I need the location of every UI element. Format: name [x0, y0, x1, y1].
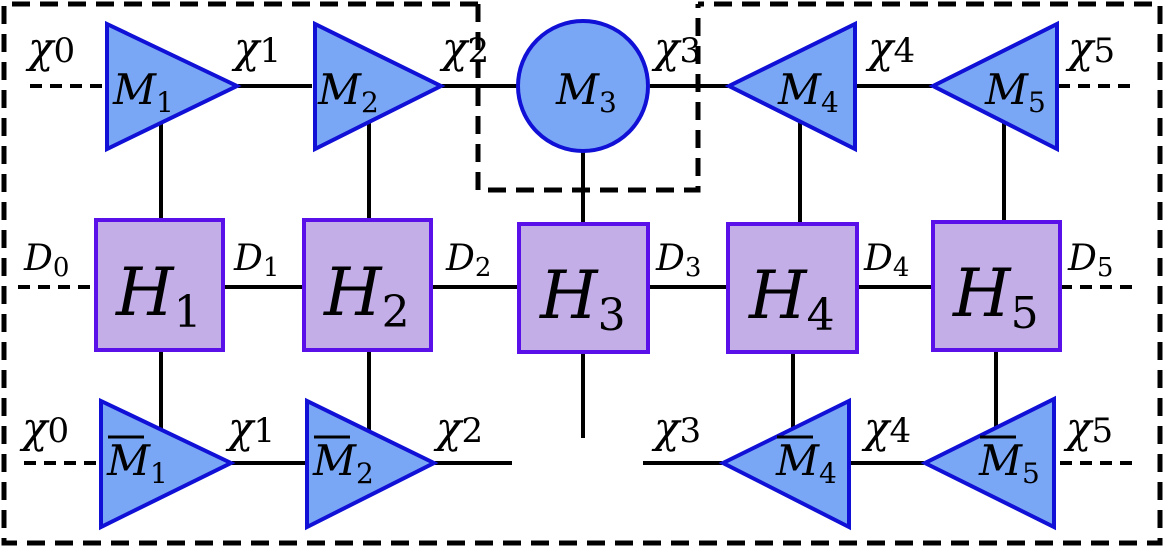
square-icon: [931, 220, 1062, 352]
dashed-boundary-center: [475, 4, 701, 193]
tensor-label-mid-5: H5: [952, 255, 1039, 339]
tensor-label-top-3: M3: [555, 65, 617, 119]
triangle-right-icon: [313, 20, 446, 153]
bond-label-bot-1: χ1: [225, 403, 275, 452]
triangle-left-icon: [718, 397, 851, 531]
triangle-right-icon: [99, 397, 236, 531]
tensor-label-top-1: M1: [112, 65, 174, 119]
bond-label-top-4: χ4: [865, 23, 915, 72]
circle-icon: [516, 19, 650, 153]
middle-row-tensors: [94, 218, 1062, 354]
bond-label-mid-4: D4: [863, 238, 909, 283]
bond-label-mid-1: D1: [233, 238, 279, 283]
top-row-tensors: [105, 19, 1059, 153]
square-icon: [94, 218, 225, 352]
tensor-label-bot-5: M5: [978, 435, 1040, 490]
tensor-label-top-2: M2: [317, 65, 379, 119]
bond-label-bot-3: χ3: [651, 403, 701, 452]
bond-label-bot-5: χ5: [1063, 403, 1113, 452]
square-icon: [726, 222, 859, 354]
bond-label-mid-5: D5: [1067, 238, 1113, 283]
triangle-right-icon: [105, 20, 242, 153]
bond-label-mid-0: D0: [23, 238, 69, 283]
bond-label-top-0: χ0: [25, 23, 75, 72]
svg-text:M4: M4: [775, 436, 837, 490]
tensor-label-mid-3: H3: [539, 257, 626, 341]
triangle-left-icon: [920, 395, 1056, 531]
bond-label-mid-2: D2: [445, 238, 491, 283]
bond-label-top-2: χ2: [439, 23, 489, 72]
tensor-label-top-4: M4: [777, 65, 839, 119]
tensor-label-bot-4: M4: [775, 435, 837, 490]
tensor-label-top-5: M5: [984, 65, 1046, 119]
bond-label-bot-2: χ2: [433, 403, 483, 452]
tensor-label-mid-2: H2: [323, 254, 410, 338]
square-icon: [517, 222, 650, 354]
tensor-label-bot-1: M1: [106, 435, 168, 490]
tensor-label-mid-4: H4: [748, 257, 835, 341]
bond-label-top-3: χ3: [651, 23, 701, 72]
triangle-right-icon: [305, 397, 439, 531]
triangle-left-icon: [928, 20, 1059, 153]
svg-text:M2: M2: [312, 436, 374, 490]
bond-label-mid-3: D3: [655, 238, 701, 283]
svg-text:M1: M1: [106, 436, 168, 490]
bond-label-bot-0: χ0: [19, 403, 69, 452]
svg-text:M5: M5: [978, 436, 1040, 490]
bonds: [18, 84, 1140, 465]
bond-label-bot-4: χ4: [861, 403, 911, 452]
tensor-label-bot-2: M2: [312, 435, 374, 490]
bond-label-top-1: χ1: [231, 23, 281, 72]
tensor-label-mid-1: H1: [115, 254, 202, 338]
triangle-left-icon: [724, 20, 857, 153]
square-icon: [302, 218, 433, 352]
bond-label-top-5: χ5: [1065, 23, 1115, 72]
bottom-row-tensors: [99, 395, 1056, 531]
